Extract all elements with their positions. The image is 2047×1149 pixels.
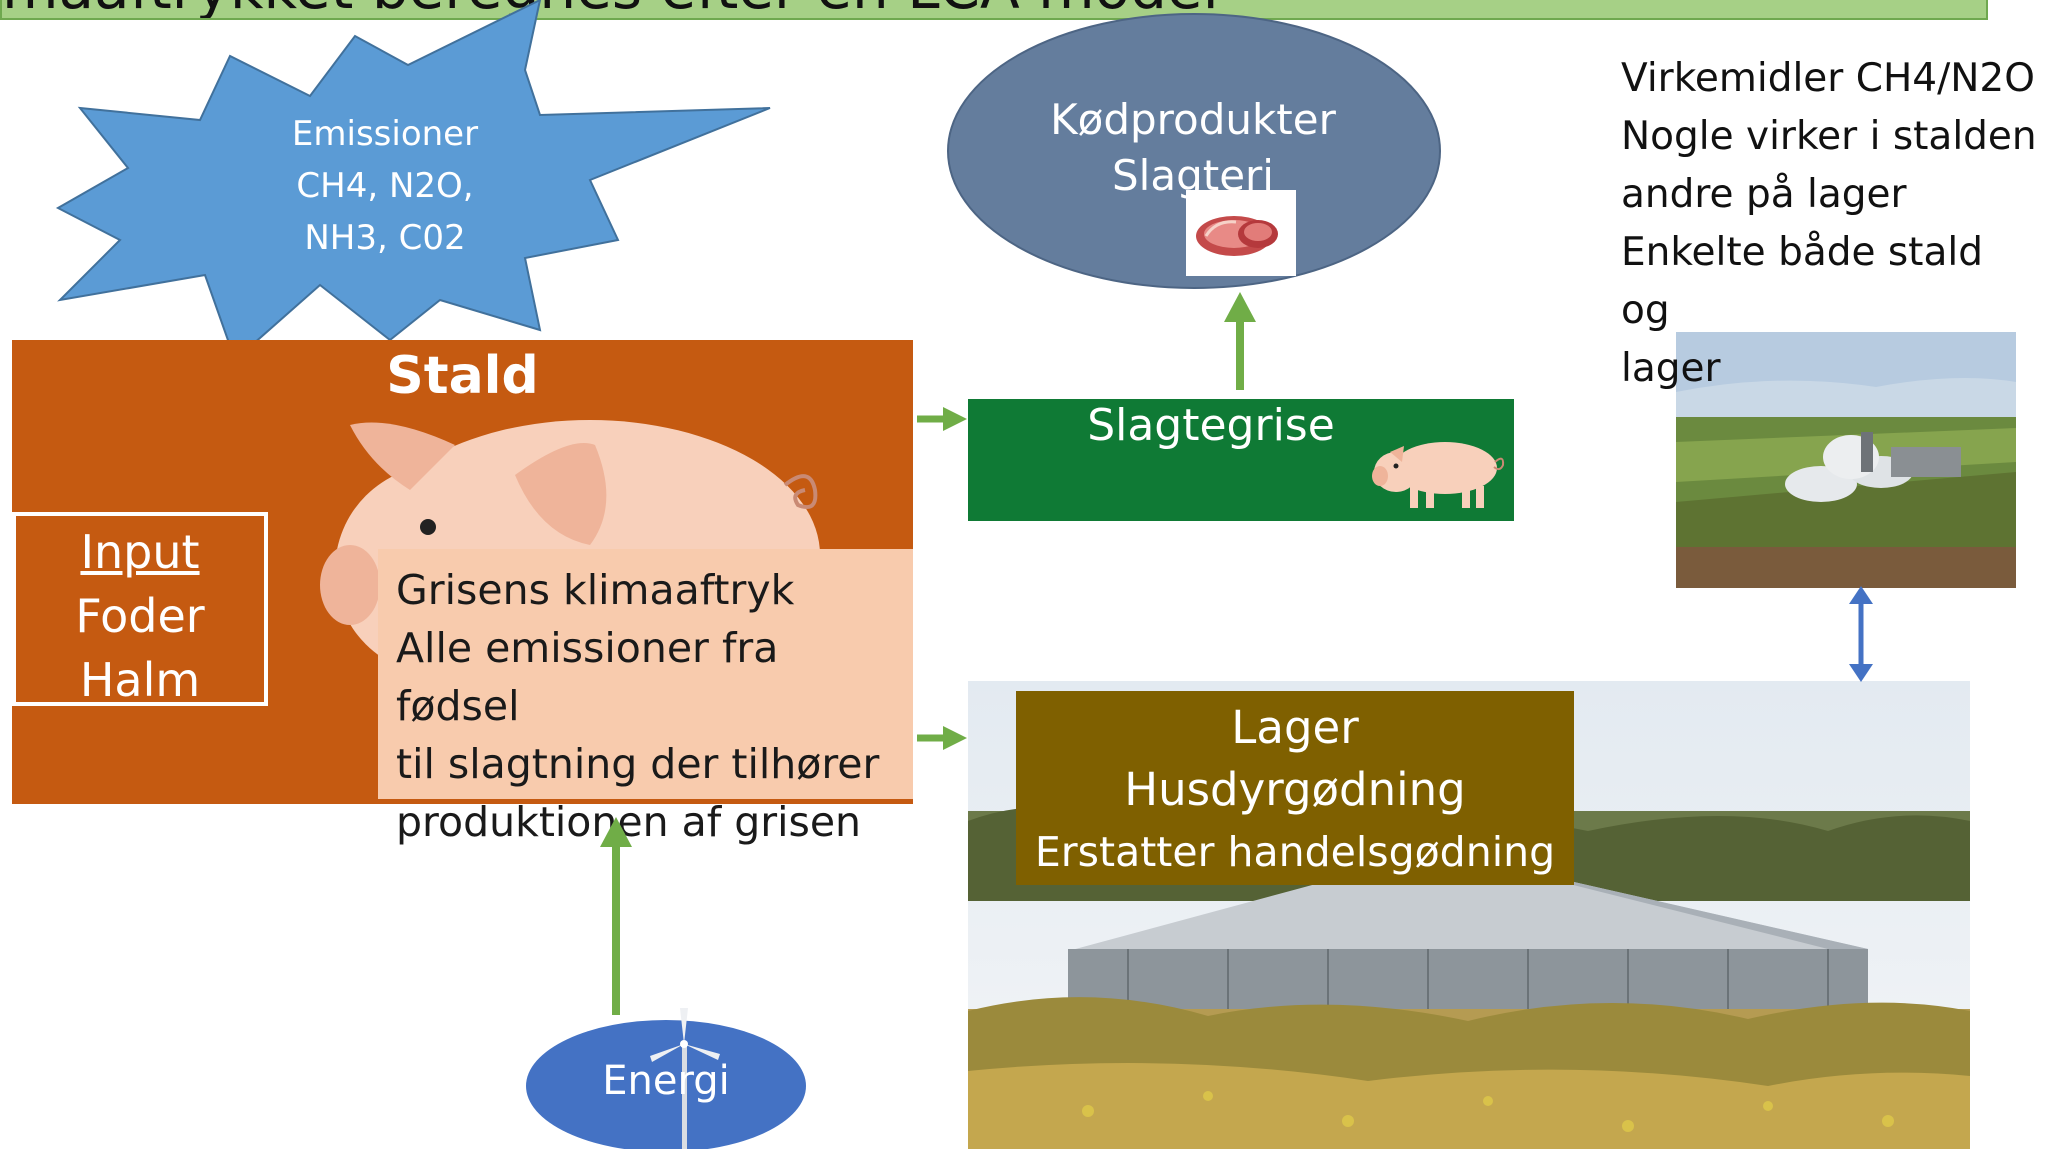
- energi-ellipse-shape: [526, 1020, 806, 1149]
- virkemidler-text: Virkemidler CH4/N2O Nogle virker i stald…: [1621, 50, 2041, 398]
- virk-line-2: Nogle virker i stalden: [1621, 114, 2037, 159]
- double-arrow-biogas-lager: [1849, 586, 1873, 682]
- title-bar: maaftrykket beregnes efter en LCA model: [0, 0, 1988, 20]
- footprint-line-1: Grisens klimaaftryk: [396, 566, 795, 614]
- stald-title: Stald: [386, 346, 539, 406]
- meat-label: Kødprodukter Slagteri: [948, 92, 1438, 204]
- lager-line-3: Erstatter handelsgødning: [1034, 828, 1556, 876]
- emissions-line-1: Emissioner: [291, 114, 479, 154]
- footprint-line-4: produktionen af grisen: [396, 798, 862, 846]
- footprint-line-3: til slagtning der tilhører: [396, 740, 880, 788]
- meat-ellipse: [947, 13, 1441, 289]
- meat-line-1: Kødprodukter: [1050, 95, 1336, 144]
- emissions-line-2: CH4, N2O,: [296, 166, 474, 206]
- virk-line-5: lager: [1621, 346, 1721, 391]
- input-item-foder: Foder: [75, 589, 205, 643]
- small-pig-icon: [1372, 442, 1505, 508]
- wind-turbine-icon: [650, 1008, 720, 1149]
- arrow-energi-to-stald: [600, 817, 632, 1015]
- emissions-label: Emissioner CH4, N2O, NH3, C02: [250, 108, 520, 264]
- meat-photo: [1186, 190, 1296, 276]
- virk-line-4: Enkelte både stald og: [1621, 230, 1983, 333]
- lager-line-1: Lager: [1231, 701, 1359, 754]
- arrow-to-lager: [917, 726, 967, 750]
- lager-box: Lager Husdyrgødning Erstatter handelsgød…: [1016, 691, 1574, 885]
- input-box: Input Foder Halm: [12, 512, 268, 707]
- slagtegrise-label: Slagtegrise: [1087, 400, 1335, 451]
- energi-label: Energi: [602, 1058, 730, 1104]
- emissions-line-3: NH3, C02: [304, 218, 466, 258]
- virk-line-3: andre på lager: [1621, 172, 1907, 217]
- energi-ellipse: [526, 1020, 806, 1149]
- biogas-plant-photo: [1676, 332, 2016, 588]
- lager-line-2: Husdyrgødning: [1124, 763, 1466, 816]
- arrow-up-to-meat: [1224, 292, 1256, 390]
- biogas-plant-image: [1676, 332, 2016, 588]
- virk-line-1: Virkemidler CH4/N2O: [1621, 56, 2035, 101]
- footprint-box: Grisens klimaaftryk Alle emissioner fra …: [378, 549, 913, 846]
- meat-ellipse-shape: [947, 13, 1441, 289]
- meat-icon: [1196, 216, 1278, 256]
- footprint-line-2: Alle emissioner fra fødsel: [396, 624, 779, 730]
- emissions-star: [55, 0, 771, 362]
- arrow-to-slagtegrise: [917, 407, 967, 431]
- emissions-star-shape: [55, 0, 771, 362]
- input-item-halm: Halm: [79, 653, 201, 707]
- input-header: Input: [80, 525, 200, 579]
- title-text: maaftrykket beregnes efter en LCA model: [2, 0, 1219, 18]
